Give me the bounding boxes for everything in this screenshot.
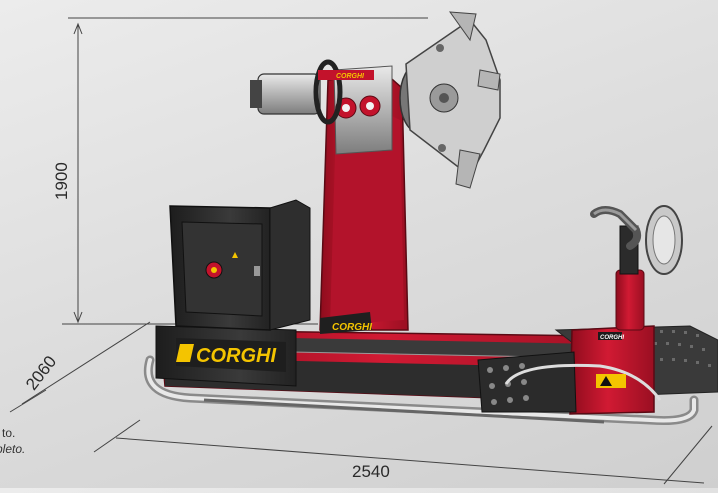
wheel-chuck	[399, 11, 501, 189]
width-tick-right	[663, 425, 713, 485]
tool-arm: CORGHI	[250, 59, 374, 125]
height-arrow-bottom	[73, 311, 83, 324]
brand-logo-front: CORGHI	[196, 345, 276, 367]
width-dimension-line	[115, 437, 705, 484]
warning-triangle-icon	[600, 376, 612, 386]
switch-icon	[254, 266, 260, 276]
warning-icon	[232, 252, 238, 258]
depth-dimension-line	[21, 321, 151, 405]
height-arrow-top	[73, 22, 83, 35]
width-dimension-label: 2540	[352, 462, 390, 481]
width-tick-left	[93, 419, 141, 453]
control-box	[169, 199, 311, 331]
depth-tick	[9, 389, 47, 413]
footnote-line-2: pleto.	[0, 442, 26, 456]
corghi-logo-mark	[176, 344, 194, 362]
base-rails	[144, 355, 699, 425]
footnote-line-1: to.	[2, 426, 16, 440]
tool-carriage: CORGHI	[477, 205, 683, 415]
brand-logo-carriage: CORGHI	[600, 335, 624, 341]
front-panel: CORGHI	[155, 325, 297, 387]
height-dimension-label: 1900	[52, 162, 71, 200]
brand-logo-column: CORGHI	[332, 322, 372, 333]
column: CORGHI	[319, 65, 409, 334]
brand-logo-arm: CORGHI	[336, 73, 365, 80]
